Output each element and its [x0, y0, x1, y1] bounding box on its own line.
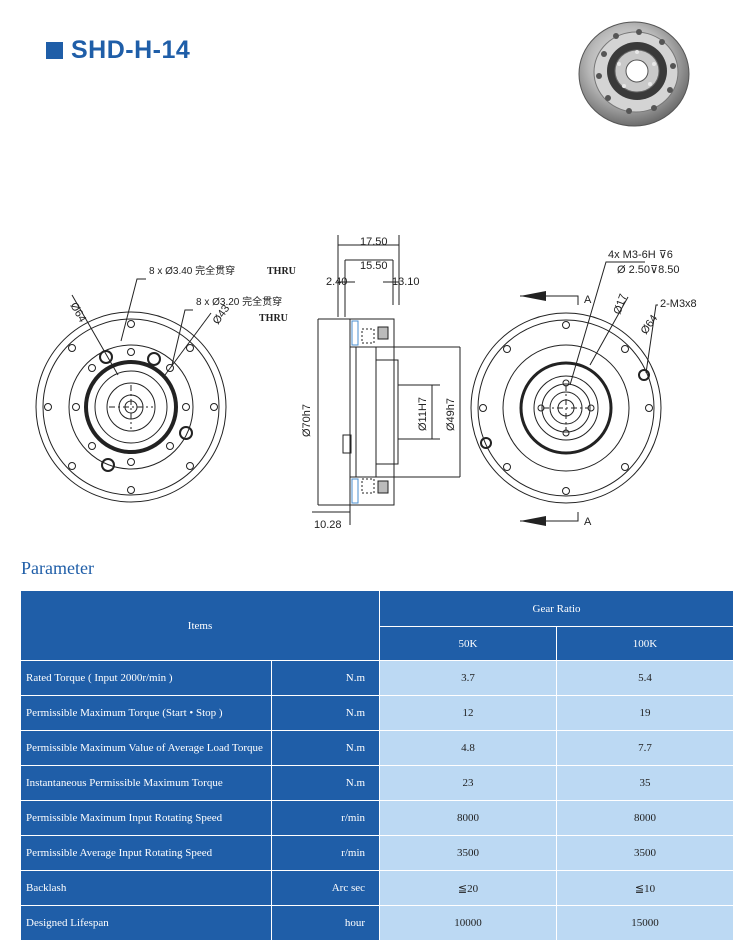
- page-title: SHD-H-14: [46, 32, 190, 68]
- row-value-50k: 3.7: [379, 660, 558, 696]
- row-value-100k: 8000: [556, 800, 735, 836]
- section-dim-left: 2.40: [326, 276, 347, 288]
- back-view: [470, 261, 662, 522]
- row-item: Rated Torque ( Input 2000r/min ): [20, 660, 272, 696]
- row-value-50k: 3500: [379, 835, 558, 871]
- row-value-100k: 35: [556, 765, 735, 801]
- row-value-50k: ≦20: [379, 870, 558, 906]
- parameter-table: Items Gear Ratio 50K 100K Rated Torque (…: [19, 590, 735, 941]
- row-item: Backlash: [20, 870, 272, 906]
- header-items: Items: [19, 590, 381, 661]
- table-row: Permissible Maximum Input Rotating Speed…: [20, 800, 735, 836]
- back-section-bottom: A: [584, 516, 592, 528]
- table-row: Permissible Maximum Torque (Start • Stop…: [20, 695, 735, 731]
- back-section-top: A: [584, 294, 592, 306]
- row-item: Permissible Average Input Rotating Speed: [20, 835, 272, 871]
- section-dia-11: Ø11H7: [417, 397, 429, 431]
- table-row: Permissible Average Input Rotating Speed…: [20, 835, 735, 871]
- row-value-50k: 4.8: [379, 730, 558, 766]
- row-unit: hour: [270, 905, 381, 941]
- row-value-100k: ≦10: [556, 870, 735, 906]
- section-dim-right: 13.10: [392, 276, 420, 288]
- back-dia-17: Ø17: [612, 292, 630, 316]
- title-square-icon: [46, 41, 63, 59]
- row-unit: N.m: [270, 765, 381, 801]
- front-hole-a-label: 8 x Ø3.40 完全贯穿: [149, 264, 235, 277]
- row-unit: Arc sec: [270, 870, 381, 906]
- front-hole-b-thru: THRU: [259, 313, 288, 324]
- back-thread-2: Ø 2.50⊽8.50: [617, 264, 679, 276]
- front-hole-a-thru: THRU: [267, 266, 296, 277]
- table-row: Designed Lifespan hour 10000 15000: [20, 905, 735, 941]
- row-item: Permissible Maximum Torque (Start • Stop…: [20, 695, 272, 731]
- row-unit: r/min: [270, 835, 381, 871]
- table-row: Permissible Maximum Value of Average Loa…: [20, 730, 735, 766]
- technical-drawing: 8 x Ø3.40 完全贯穿 THRU 8 x Ø3.20 完全贯穿 THRU …: [35, 235, 697, 531]
- row-value-100k: 19: [556, 695, 735, 731]
- row-item: Permissible Maximum Input Rotating Speed: [20, 800, 272, 836]
- row-value-50k: 23: [379, 765, 558, 801]
- table-row: Instantaneous Permissible Maximum Torque…: [20, 765, 735, 801]
- header-ratio-100k: 100K: [556, 626, 735, 661]
- back-tap: 2-M3x8: [660, 298, 697, 310]
- product-photo: [578, 21, 690, 127]
- section-dia-70: Ø70h7: [301, 404, 313, 437]
- row-value-50k: 12: [379, 695, 558, 731]
- row-value-50k: 10000: [379, 905, 558, 941]
- row-value-50k: 8000: [379, 800, 558, 836]
- header-gear-ratio: Gear Ratio: [379, 590, 735, 627]
- parameter-heading: Parameter: [21, 558, 94, 578]
- section-dia-49: Ø49h7: [445, 398, 457, 431]
- section-dim-total: 17.50: [360, 236, 388, 248]
- front-hole-b-label: 8 x Ø3.20 完全贯穿: [196, 295, 282, 308]
- front-view: [35, 278, 227, 503]
- row-unit: N.m: [270, 730, 381, 766]
- arrow-icon: [520, 516, 546, 526]
- row-unit: r/min: [270, 800, 381, 836]
- back-dia-64: Ø64: [639, 313, 661, 337]
- row-unit: N.m: [270, 695, 381, 731]
- table-row: Backlash Arc sec ≦20 ≦10: [20, 870, 735, 906]
- back-thread-1: 4x M3-6H ⊽6: [608, 249, 673, 261]
- section-view: [312, 235, 461, 525]
- row-value-100k: 3500: [556, 835, 735, 871]
- table-row: Rated Torque ( Input 2000r/min ) N.m 3.7…: [20, 660, 735, 696]
- title-text: SHD-H-14: [71, 35, 191, 64]
- arrow-icon: [520, 291, 546, 301]
- row-item: Designed Lifespan: [20, 905, 272, 941]
- section-dim-mid: 15.50: [360, 260, 388, 272]
- front-dia-outer: Ø64: [67, 301, 88, 325]
- row-unit: N.m: [270, 660, 381, 696]
- header-ratio-50k: 50K: [379, 626, 558, 661]
- row-item: Instantaneous Permissible Maximum Torque: [20, 765, 272, 801]
- row-value-100k: 15000: [556, 905, 735, 941]
- row-value-100k: 5.4: [556, 660, 735, 696]
- row-value-100k: 7.7: [556, 730, 735, 766]
- row-item: Permissible Maximum Value of Average Loa…: [20, 730, 272, 766]
- section-dim-bottom: 10.28: [314, 519, 342, 531]
